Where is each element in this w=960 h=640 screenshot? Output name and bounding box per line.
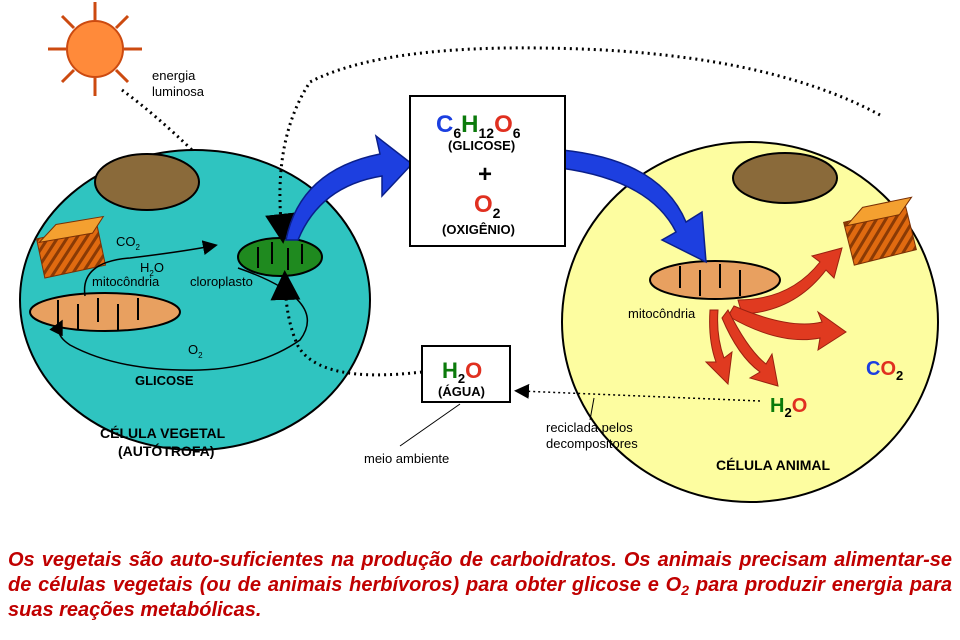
sun-label-line1: energia: [152, 68, 196, 83]
caption-text: Os vegetais são auto-suficientes na prod…: [8, 548, 952, 623]
products-arrow: [285, 134, 414, 241]
sun-label-line2: luminosa: [152, 84, 205, 99]
caption-part2: para produzir energia para suas reações …: [8, 574, 952, 621]
plant-cycle-bottom: [49, 267, 309, 371]
caption-part1: Os vegetais são auto-suficientes na prod…: [8, 549, 952, 596]
animal-mitochondrion: [649, 260, 781, 300]
co2-return-arrow: [265, 46, 881, 244]
plant-nucleus: [94, 153, 200, 211]
water-recycle-line: [514, 383, 761, 402]
water-box: [421, 345, 511, 403]
animal-nucleus: [732, 152, 838, 204]
plant-glucose-label: GLICOSE: [135, 373, 194, 388]
glucose-uptake-arrow: [559, 149, 707, 264]
plant-cell-subtitle: (AUTÓTROFA): [118, 442, 214, 459]
water-formula: H2O: [442, 358, 482, 386]
products-box: [409, 95, 566, 247]
water-name: (ÁGUA): [438, 384, 485, 399]
plus-sign: +: [478, 161, 492, 188]
oxygen-name: (OXIGÊNIO): [442, 222, 515, 237]
plant-mitochondria-label: mitocôndria: [92, 274, 160, 289]
recycled-label-line2: decompositores: [546, 436, 638, 451]
environment-pointer: [399, 403, 461, 447]
recycled-pointer: [589, 397, 595, 421]
caption: Os vegetais são auto-suficientes na prod…: [8, 548, 952, 623]
plant-co2: CO2: [116, 234, 141, 252]
oxygen-formula: O2: [474, 191, 501, 221]
caption-subscript: 2: [681, 582, 690, 598]
plant-cell-title: CÉLULA VEGETAL: [100, 425, 226, 441]
photosynthesis-respiration-diagram: energia luminosa CO2 H2O mitocôndri: [19, 2, 939, 503]
glucose-name: (GLICOSE): [448, 138, 515, 153]
chloroplast: [237, 237, 323, 277]
chloroplast-label: cloroplasto: [190, 274, 253, 289]
recycled-label-line1: reciclada pelos: [546, 420, 633, 435]
energy-release-arrows: [704, 247, 847, 387]
glucose-formula: C6H12O6: [436, 111, 521, 141]
animal-h2o: H2O: [770, 395, 807, 420]
plant-energy-blocks: [35, 215, 107, 279]
animal-cell-title: CÉLULA ANIMAL: [716, 457, 831, 473]
plant-mitochondrion: [29, 292, 181, 332]
plant-o2: O2: [188, 342, 203, 360]
plant-h2o: H2O: [140, 260, 164, 278]
water-to-chloroplast-arrow: [270, 270, 423, 377]
animal-energy-blocks: [843, 196, 917, 266]
sun-icon: [48, 2, 142, 96]
animal-co2: CO2: [866, 358, 903, 383]
animal-mitochondria-label: mitocôndria: [628, 306, 696, 321]
environment-label: meio ambiente: [364, 451, 449, 466]
plant-cycle-top: [83, 240, 218, 297]
